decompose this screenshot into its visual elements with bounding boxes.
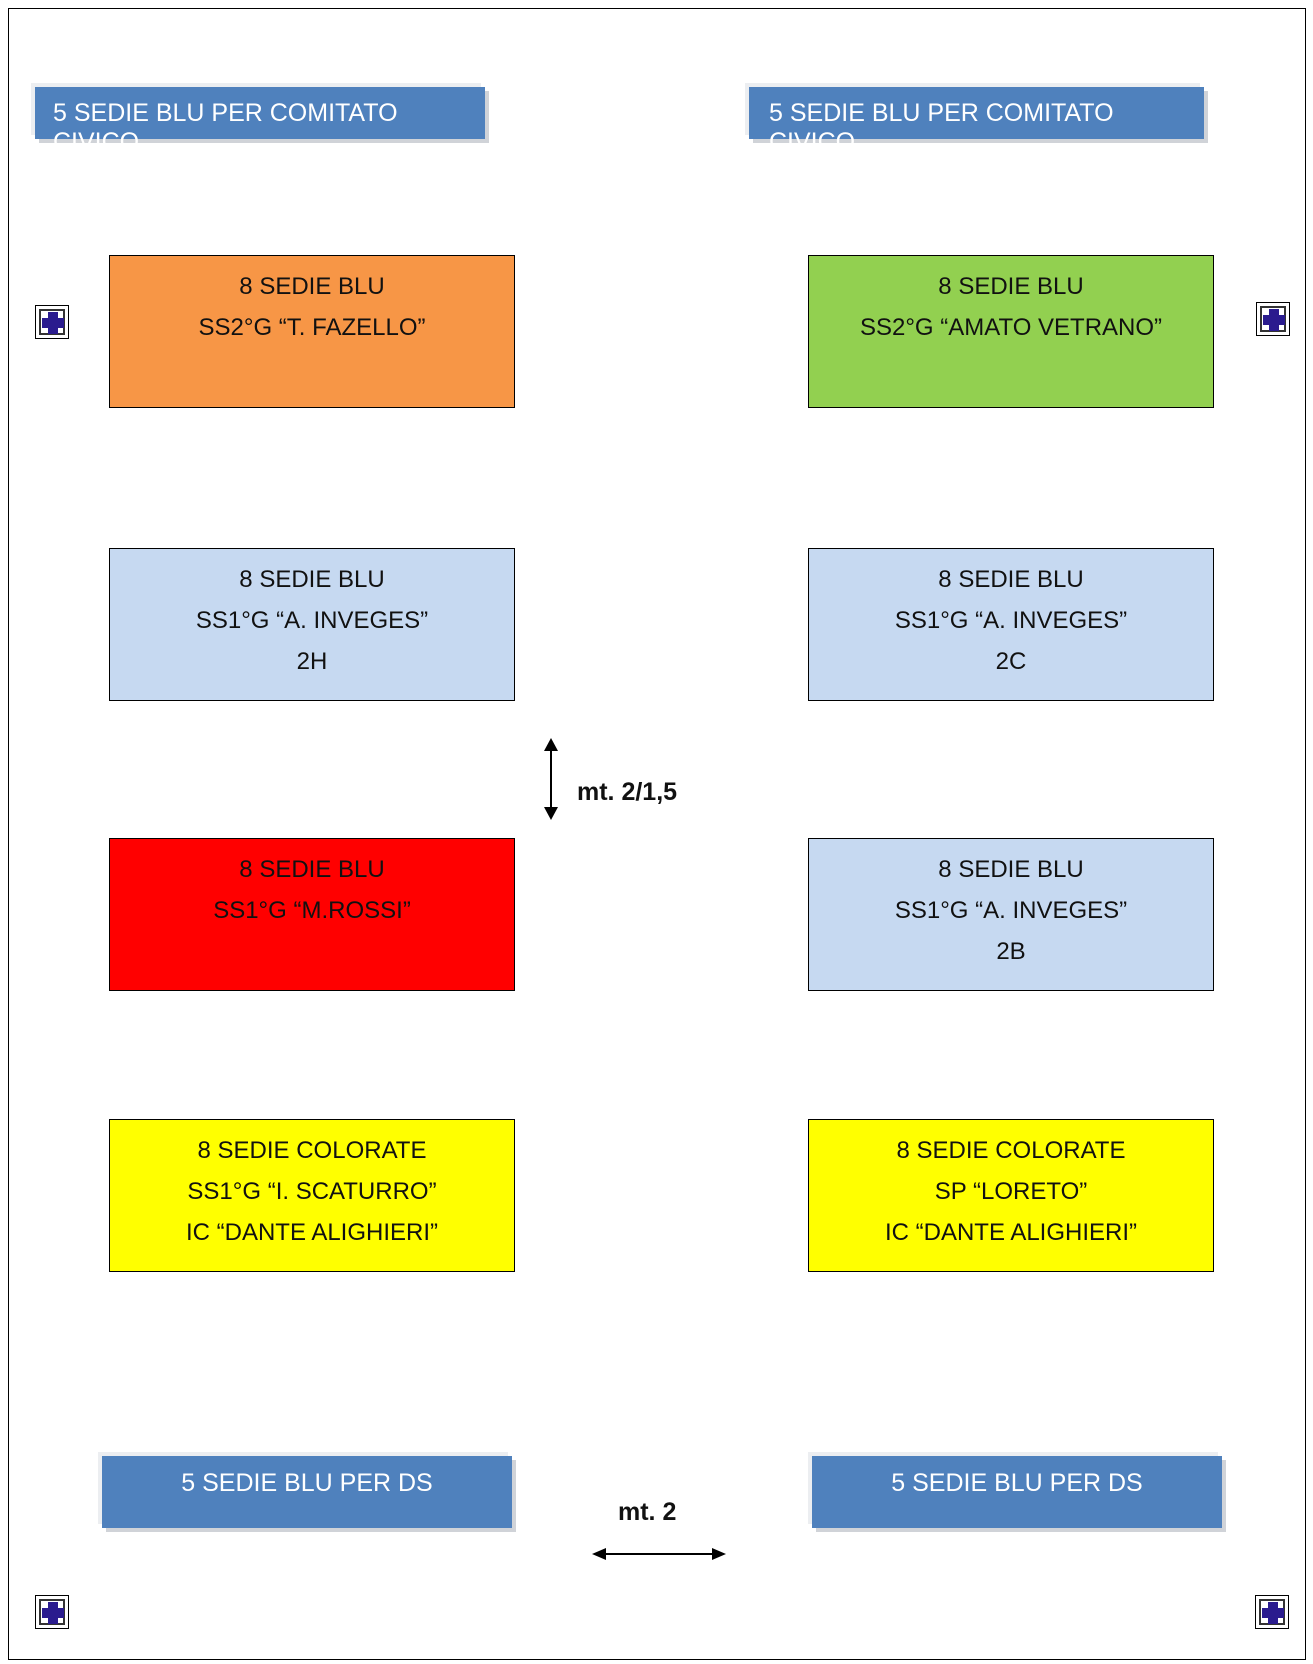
banner-top-right-label: 5 SEDIE BLU PER COMITATO CIVICO [769, 99, 1114, 156]
class-name: 2C [995, 648, 1027, 675]
seat-block-inveges-2c: 8 SEDIE BLU SS1°G “A. INVEGES” 2C [808, 548, 1214, 701]
school-name: SS2°G “T. FAZELLO” [198, 314, 426, 341]
seat-count: 8 SEDIE BLU [239, 273, 385, 300]
seat-block-vetrano: 8 SEDIE BLU SS2°G “AMATO VETRANO” [808, 255, 1214, 408]
school-name: SS1°G “I. SCATURRO” [187, 1178, 437, 1205]
seat-block-inveges-2h: 8 SEDIE BLU SS1°G “A. INVEGES” 2H [109, 548, 515, 701]
first-aid-cross [1262, 1602, 1284, 1624]
institute-name: IC “DANTE ALIGHIERI” [185, 1219, 439, 1246]
first-aid-cross [1263, 309, 1285, 331]
seat-count: 8 SEDIE COLORATE [896, 1137, 1126, 1164]
institute-name: IC “DANTE ALIGHIERI” [884, 1219, 1138, 1246]
vertical-distance-label: mt. 2/1,5 [577, 778, 678, 806]
seat-count: 8 SEDIE BLU [239, 856, 385, 883]
school-name: SS2°G “AMATO VETRANO” [859, 314, 1163, 341]
banner-bottom-right: 5 SEDIE BLU PER DS [812, 1456, 1222, 1528]
banner-bottom-left: 5 SEDIE BLU PER DS [102, 1456, 512, 1528]
school-name: SS1°G “A. INVEGES” [894, 897, 1128, 924]
school-name: SS1°G “A. INVEGES” [894, 607, 1128, 634]
first-aid-icon [35, 1595, 69, 1629]
class-name: 2B [996, 938, 1026, 965]
banner-top-right: 5 SEDIE BLU PER COMITATO CIVICO [749, 87, 1204, 156]
banner-top-left: 5 SEDIE BLU PER COMITATO CIVICO [35, 87, 485, 156]
seat-block-fazello: 8 SEDIE BLU SS2°G “T. FAZELLO” [109, 255, 515, 408]
class-name: 2H [296, 648, 328, 675]
seat-count: 8 SEDIE BLU [239, 566, 385, 593]
seat-count: 8 SEDIE BLU [938, 856, 1084, 883]
first-aid-icon [1256, 302, 1290, 336]
vertical-double-arrow-icon [544, 738, 558, 820]
seat-block-inveges-2b: 8 SEDIE BLU SS1°G “A. INVEGES” 2B [808, 838, 1214, 991]
seat-block-rossi: 8 SEDIE BLU SS1°G “M.ROSSI” [109, 838, 515, 991]
first-aid-icon [35, 305, 69, 339]
seat-count: 8 SEDIE BLU [938, 273, 1084, 300]
banner-top-left-label: 5 SEDIE BLU PER COMITATO CIVICO [53, 99, 398, 156]
seat-block-scaturro: 8 SEDIE COLORATE SS1°G “I. SCATURRO” IC … [109, 1119, 515, 1272]
school-name: SS1°G “M.ROSSI” [213, 897, 411, 924]
banner-bottom-left-label: 5 SEDIE BLU PER DS [181, 1469, 433, 1497]
school-name: SP “LORETO” [934, 1178, 1088, 1205]
horizontal-distance-label: mt. 2 [618, 1498, 677, 1526]
horizontal-double-arrow-icon [592, 1548, 726, 1560]
seat-block-loreto: 8 SEDIE COLORATE SP “LORETO” IC “DANTE A… [808, 1119, 1214, 1272]
first-aid-cross [42, 312, 64, 334]
page-frame [8, 8, 1306, 1660]
school-name: SS1°G “A. INVEGES” [195, 607, 429, 634]
seat-count: 8 SEDIE BLU [938, 566, 1084, 593]
banner-bottom-right-label: 5 SEDIE BLU PER DS [891, 1469, 1143, 1497]
first-aid-icon [1255, 1595, 1289, 1629]
first-aid-cross [42, 1602, 64, 1624]
seat-count: 8 SEDIE COLORATE [197, 1137, 427, 1164]
